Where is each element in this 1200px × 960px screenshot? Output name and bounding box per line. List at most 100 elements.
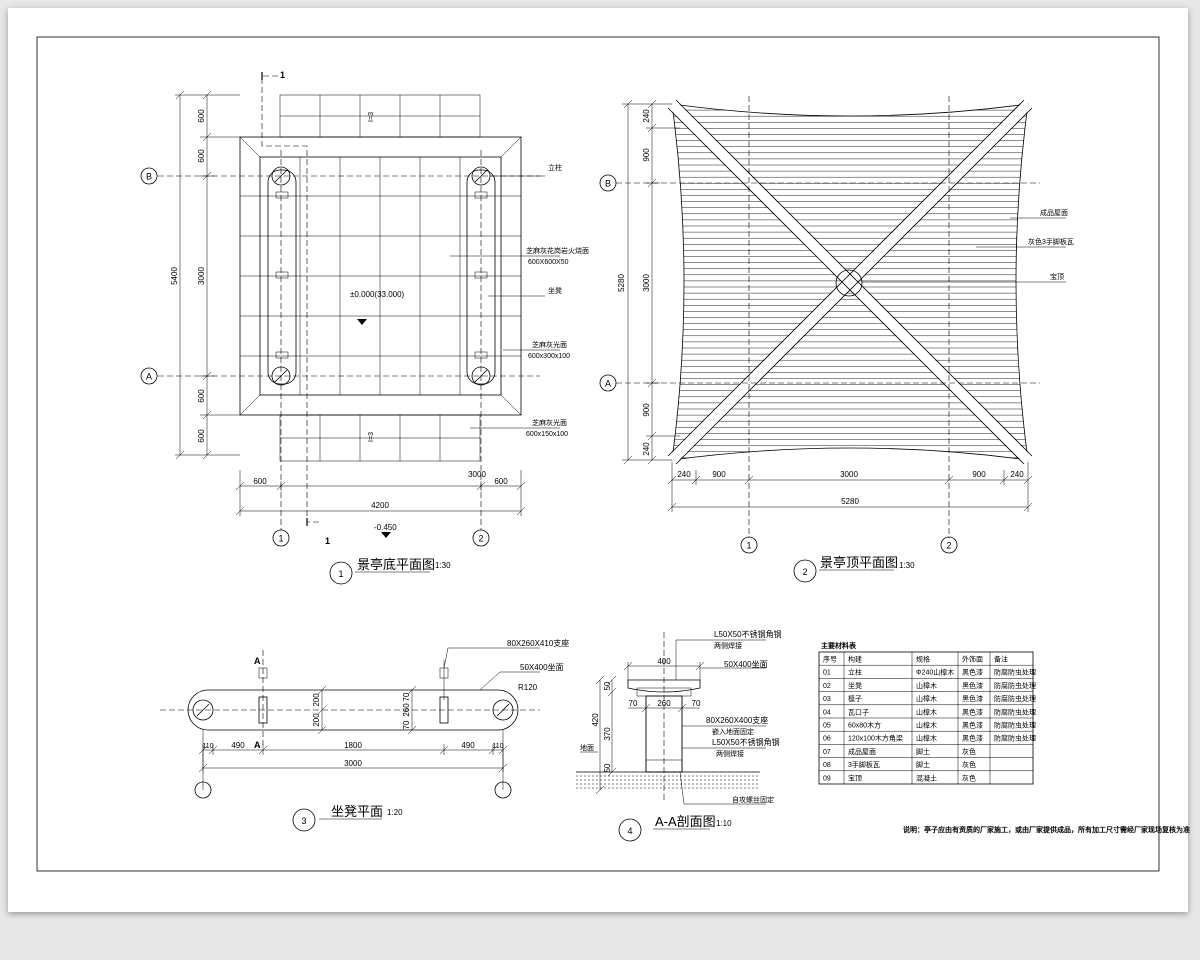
table-title: 主要材料表 [821,641,857,650]
section-dim-mid-1: 70 [629,699,638,708]
dim-left-total: 5400 [170,267,179,285]
drawing3-number: 3 [301,816,306,826]
section-dim-mid-2: 260 [657,699,671,708]
label-edge-paving: 芝麻灰光面 [532,340,567,349]
label-top-finish: 成品屋面 [1040,208,1068,217]
table-cell: 宝顶 [848,773,862,782]
dim-left-5: 600 [197,429,206,443]
table-cell: 防腐防虫处理 [994,694,1036,703]
axis-1-label: 1 [278,534,283,544]
drawing2-scale: 1:30 [899,561,915,570]
drawing4-scale: 1:10 [716,819,732,828]
bench-dim-1: 110 [202,743,213,750]
label-angle2: L50X50不锈钢角钢 [712,737,780,747]
bench-dim-total: 3000 [344,759,362,768]
table-header-cell: 外饰面 [962,655,983,664]
table-cell: 防腐防虫处理 [994,668,1036,677]
section-dim-mid-3: 70 [692,699,701,708]
label-edge-paving-size: 600x300x100 [528,353,570,360]
drawing-note: 说明：亭子应由有资质的厂家施工，或由厂家提供成品，所有加工尺寸需经厂家现场复核为… [903,825,1190,834]
table-cell: Φ240山樟木 [916,668,954,677]
dim-left-4: 600 [197,389,206,403]
table-cell: 灰色 [962,760,976,769]
table-header-cell: 规格 [916,655,930,664]
floor-plan-text: B A 1 2 1 1 600 600 3000 600 600 5400 60… [146,70,589,579]
label-floor-paving-size: 600X600X50 [528,259,569,266]
table-header-cell: 序号 [823,655,837,664]
table-cell: 08 [823,762,831,769]
label-angle: L50X50不锈钢角钢 [714,629,782,639]
slope-top: I=3 [368,112,375,122]
label-outside-paving-size: 600x150x100 [526,431,568,438]
table-cell: 山樟木 [916,734,937,743]
roof-dim-bottom-5: 240 [1010,470,1024,479]
bench-dim-v1: 200 [312,693,321,707]
label-section-support: 80X260X400支座 [706,715,768,725]
dim-left-1: 600 [197,109,206,123]
table-cell: 3手脚板瓦 [848,760,880,769]
axis-b-label: B [146,172,152,182]
floor-plan [140,72,560,585]
table-cell: 60x80木方 [848,721,881,730]
table-cell: 黑色漆 [962,694,983,703]
table-cell: 04 [823,709,831,716]
roof-plan-text: B A 1 2 240 900 3000 900 240 5280 240 90… [605,109,1074,577]
label-bolt: 自攻螺丝固定 [732,795,774,804]
section-a-bottom: A [254,740,261,750]
table-cell: 黑色漆 [962,721,983,730]
section-mark-top: 1 [280,70,285,80]
bench-dim-v5: 70 [402,720,411,729]
label-outside-paving: 芝麻灰光面 [532,418,567,427]
bench-dim-4: 490 [461,741,475,750]
table-cell: 黑色漆 [962,668,983,677]
table-cell: 混凝土 [916,773,937,782]
section-dim-top: 400 [657,657,671,666]
table-cell: 立柱 [848,668,862,677]
drawing1-scale: 1:30 [435,561,451,570]
table-cell: 灰色 [962,747,976,756]
table-cell: 120x100木方角梁 [848,734,903,743]
table-cell: 山樟木 [916,721,937,730]
table-cell: 山樟木 [916,707,937,716]
axis-a-label: A [146,372,152,382]
table-cell: 02 [823,683,831,690]
drawing1-title: 景亭底平面图 [357,557,435,572]
label-bench-radius: R120 [518,683,538,692]
level-center: ±0.000(33.000) [350,290,405,299]
bench-section [576,632,766,842]
table-header-cell: 备注 [994,655,1008,664]
drawing3-title: 坐凳平面 [331,804,383,819]
roof-axis-1-label: 1 [746,541,751,551]
table-cell: 防腐防虫处理 [994,721,1036,730]
label-angle-sub: 两侧焊接 [714,641,742,650]
bench-dim-v2: 200 [312,713,321,727]
roof-dim-bottom-3: 3000 [840,470,858,479]
material-table [818,651,1034,785]
table-cell: 黑色漆 [962,681,983,690]
drawing3-scale: 1:20 [387,808,403,817]
roof-axis-b-label: B [605,179,611,189]
roof-dim-left-4: 900 [642,403,651,417]
roof-dim-bottom-1: 240 [677,470,691,479]
section-a-top: A [254,656,261,666]
drawing4-number: 4 [627,826,632,836]
dim-left-2: 600 [197,149,206,163]
label-bench-board: 50X400坐面 [520,663,564,672]
roof-dim-bottom-4: 900 [972,470,986,479]
section-dim-left-3: 370 [603,727,612,741]
axis-2-label: 2 [478,534,483,544]
slope-bottom: I=3 [368,432,375,442]
label-section-board: 50X400坐面 [724,660,768,669]
dim-bottom-total: 4200 [371,501,389,510]
table-cell: 脚土 [916,747,930,756]
label-floor-paving: 芝麻灰花岗岩火烧面 [526,246,589,255]
label-ground: 地面 [580,743,594,752]
label-bench: 坐凳 [548,286,562,295]
roof-dim-left-3: 3000 [642,274,651,292]
table-cell: 防腐防虫处理 [994,707,1036,716]
table-header-cell: 构建 [848,655,862,664]
roof-axis-a-label: A [605,379,611,389]
drawing-sheet [8,8,1188,912]
